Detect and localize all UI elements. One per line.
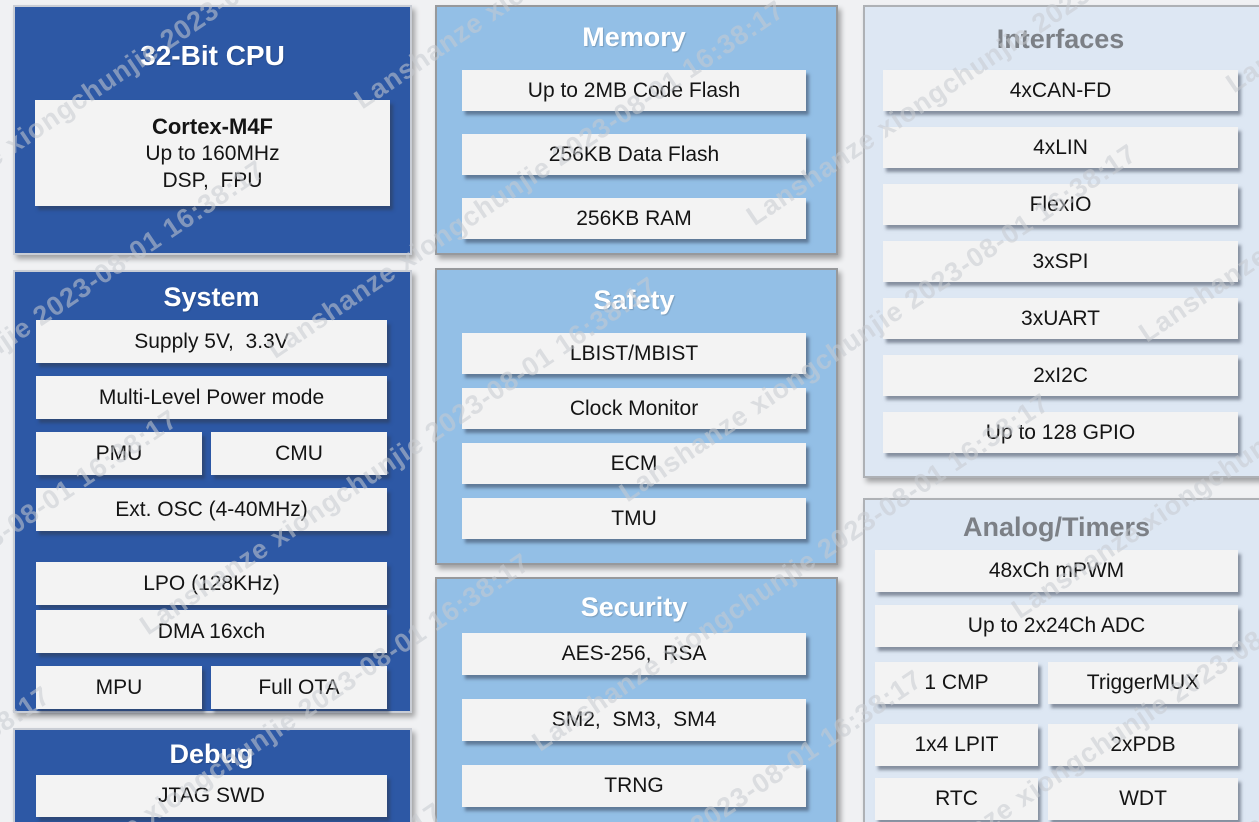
safety-item-clock-monitor: Clock Monitor xyxy=(462,388,806,429)
system-title: System xyxy=(163,282,260,312)
interfaces-title: Interfaces xyxy=(996,24,1125,54)
interfaces-item-gpio: Up to 128 GPIO xyxy=(883,412,1238,453)
panel-interfaces: Interfaces 4xCAN-FD 4xLIN FlexIO 3xSPI 3… xyxy=(863,5,1259,478)
safety-item-lbist-mbist: LBIST/MBIST xyxy=(462,333,806,374)
system-item-cmu: CMU xyxy=(211,432,387,475)
safety-item-ecm: ECM xyxy=(462,443,806,484)
analog-item-rtc: RTC xyxy=(875,778,1038,820)
system-item-mpu: MPU xyxy=(36,666,202,709)
cpu-core-box: Cortex-M4F Up to 160MHz DSP, FPU xyxy=(35,100,390,206)
analog-item-wdt: WDT xyxy=(1048,778,1238,820)
safety-title: Safety xyxy=(593,285,675,315)
memory-item-data-flash: 256KB Data Flash xyxy=(462,134,806,175)
cpu-core-freq: Up to 160MHz xyxy=(145,141,280,165)
memory-item-code-flash: Up to 2MB Code Flash xyxy=(462,70,806,111)
system-item-dma: DMA 16xch xyxy=(36,610,387,653)
system-row-pmu-cmu: PMU CMU xyxy=(36,432,387,475)
interfaces-item-uart: 3xUART xyxy=(883,298,1238,339)
panel-safety: Safety LBIST/MBIST Clock Monitor ECM TMU xyxy=(435,268,838,565)
memory-item-ram: 256KB RAM xyxy=(462,198,806,239)
cpu-title: 32-Bit CPU xyxy=(140,40,285,71)
security-title: Security xyxy=(580,592,688,622)
system-row-mpu-ota: MPU Full OTA xyxy=(36,666,387,709)
interfaces-item-spi: 3xSPI xyxy=(883,241,1238,282)
system-item-ext-osc: Ext. OSC (4-40MHz) xyxy=(36,488,387,531)
system-item-full-ota: Full OTA xyxy=(211,666,387,709)
debug-title: Debug xyxy=(169,739,254,769)
cpu-core-name: Cortex-M4F xyxy=(151,113,273,139)
panel-analog-timers: Analog/Timers 48xCh mPWM Up to 2x24Ch AD… xyxy=(863,498,1259,822)
analog-item-adc: Up to 2x24Ch ADC xyxy=(875,605,1238,647)
safety-item-tmu: TMU xyxy=(462,498,806,539)
security-item-trng: TRNG xyxy=(462,765,806,807)
security-item-aes-rsa: AES-256, RSA xyxy=(462,633,806,675)
interfaces-item-i2c: 2xI2C xyxy=(883,355,1238,396)
analog-row-lpit-pdb: 1x4 LPIT 2xPDB xyxy=(875,724,1238,766)
interfaces-item-flexio: FlexIO xyxy=(883,184,1238,225)
cpu-core-features: DSP, FPU xyxy=(162,168,263,192)
system-item-power-mode: Multi-Level Power mode xyxy=(36,376,387,419)
panel-memory: Memory Up to 2MB Code Flash 256KB Data F… xyxy=(435,5,838,255)
analog-item-mpwm: 48xCh mPWM xyxy=(875,550,1238,592)
analog-row-rtc-wdt: RTC WDT xyxy=(875,778,1238,820)
analog-timers-title: Analog/Timers xyxy=(962,512,1151,542)
system-item-pmu: PMU xyxy=(36,432,202,475)
system-item-supply: Supply 5V, 3.3V xyxy=(36,320,387,363)
system-item-lpo: LPO (128KHz) xyxy=(36,562,387,605)
analog-item-cmp: 1 CMP xyxy=(875,662,1038,704)
interfaces-item-canfd: 4xCAN-FD xyxy=(883,70,1238,111)
debug-item-jtag-swd: JTAG SWD xyxy=(36,775,387,817)
analog-item-pdb: 2xPDB xyxy=(1048,724,1238,766)
panel-security: Security AES-256, RSA SM2, SM3, SM4 TRNG xyxy=(435,577,838,822)
memory-title: Memory xyxy=(582,22,686,52)
analog-item-lpit: 1x4 LPIT xyxy=(875,724,1038,766)
analog-row-cmp-triggermux: 1 CMP TriggerMUX xyxy=(875,662,1238,704)
panel-cpu: 32-Bit CPU Cortex-M4F Up to 160MHz DSP, … xyxy=(13,5,412,255)
interfaces-item-lin: 4xLIN xyxy=(883,127,1238,168)
security-item-sm: SM2, SM3, SM4 xyxy=(462,699,806,741)
panel-debug: Debug JTAG SWD xyxy=(13,728,412,822)
panel-system: System Supply 5V, 3.3V Multi-Level Power… xyxy=(13,270,412,713)
analog-item-triggermux: TriggerMUX xyxy=(1048,662,1238,704)
